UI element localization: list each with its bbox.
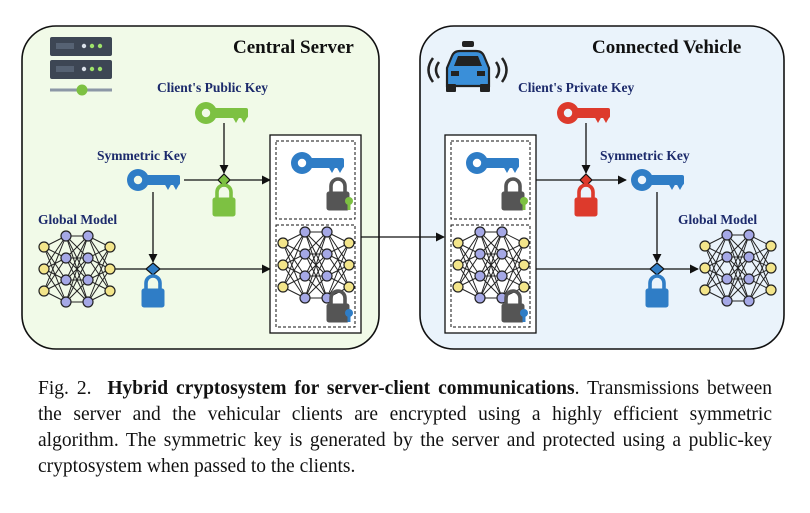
network-node	[104, 263, 116, 275]
network-node	[699, 284, 711, 296]
network-node	[38, 241, 50, 253]
network-node	[299, 270, 311, 282]
network-node	[321, 248, 333, 260]
network-node	[299, 292, 311, 304]
caption-body: . Transmissions between the server and t…	[38, 378, 772, 477]
network-node	[321, 270, 333, 282]
network-node	[104, 241, 116, 253]
network-node	[518, 281, 530, 293]
network-node	[743, 273, 755, 285]
server-package-network-icon	[277, 226, 355, 304]
vehicle-private-key-label: Client's Private Key	[518, 80, 634, 95]
caption-label: Fig. 2.	[38, 378, 92, 399]
network-node	[474, 248, 486, 260]
network-node	[765, 262, 777, 274]
network-node	[299, 248, 311, 260]
server-global-model-label: Global Model	[38, 212, 117, 227]
network-node	[699, 262, 711, 274]
figure-caption: Fig. 2. Hybrid cryptosystem for server-c…	[38, 376, 772, 480]
vehicle-symmetric-key-label: Symmetric Key	[600, 148, 690, 163]
network-node	[452, 281, 464, 293]
network-node	[60, 274, 72, 286]
vehicle-global-model-label: Global Model	[678, 212, 757, 227]
network-node	[474, 292, 486, 304]
network-node	[474, 226, 486, 238]
network-node	[743, 251, 755, 263]
network-node	[721, 273, 733, 285]
network-node	[321, 226, 333, 238]
network-node	[743, 295, 755, 307]
network-node	[699, 240, 711, 252]
network-node	[343, 259, 355, 271]
network-node	[496, 248, 508, 260]
network-node	[60, 230, 72, 242]
server-symmetric-key-icon	[127, 169, 180, 191]
vehicle-title: Connected Vehicle	[592, 37, 741, 58]
network-node	[765, 240, 777, 252]
network-node	[38, 263, 50, 275]
network-node	[496, 270, 508, 282]
network-node	[743, 229, 755, 241]
network-node	[82, 296, 94, 308]
server-symmetric-key-label: Symmetric Key	[97, 148, 187, 163]
client-public-key-icon	[195, 102, 248, 124]
network-node	[60, 296, 72, 308]
network-node	[299, 226, 311, 238]
network-node	[82, 252, 94, 264]
server-public-key-label: Client's Public Key	[157, 80, 268, 95]
network-node	[82, 230, 94, 242]
server-title: Central Server	[233, 37, 354, 58]
server-package-key-icon	[291, 152, 344, 174]
network-node	[721, 229, 733, 241]
network-node	[474, 270, 486, 282]
car-icon	[427, 41, 508, 92]
network-node	[721, 295, 733, 307]
network-node	[277, 259, 289, 271]
caption-title: Hybrid cryptosystem for server-client co…	[107, 378, 575, 399]
network-node	[721, 251, 733, 263]
vehicle-package-network-icon	[452, 226, 530, 304]
network-node	[343, 281, 355, 293]
network-node	[452, 259, 464, 271]
network-node	[277, 237, 289, 249]
network-node	[496, 226, 508, 238]
server-icon	[50, 37, 112, 96]
network-node	[518, 237, 530, 249]
network-node	[38, 285, 50, 297]
network-node	[518, 259, 530, 271]
network-node	[277, 281, 289, 293]
client-private-key-icon	[557, 102, 610, 124]
network-node	[60, 252, 72, 264]
network-node	[452, 237, 464, 249]
vehicle-package-key-icon	[466, 152, 519, 174]
network-node	[343, 237, 355, 249]
network-node	[104, 285, 116, 297]
server-global-model-network-icon	[38, 230, 116, 308]
hybrid-cryptosystem-diagram: Central Server Connected Vehicle Client'…	[21, 25, 785, 350]
network-node	[765, 284, 777, 296]
vehicle-symmetric-key-icon	[631, 169, 684, 191]
network-node	[82, 274, 94, 286]
vehicle-global-model-network-icon	[699, 229, 777, 307]
